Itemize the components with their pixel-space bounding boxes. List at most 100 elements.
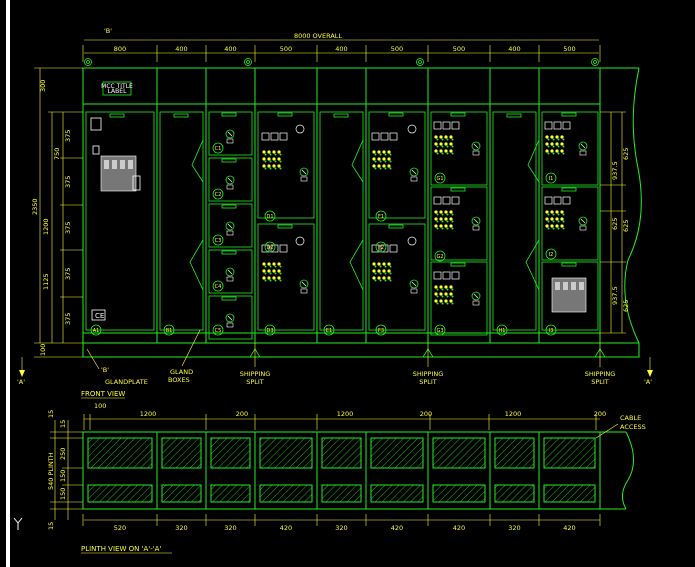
indicator-lamp [555,135,559,139]
indicator-lamp [434,142,438,146]
ce-text: CE [95,312,104,320]
meter [451,196,460,205]
dim-1125: 1125 [42,273,50,290]
plinth-left-dims: 15 15 250 540 PLINTH 150 150 15 [47,410,83,530]
indicator-lamp [374,160,377,163]
indicator-lamp [387,157,391,161]
indicator-lamp [449,135,453,139]
selector [407,124,417,134]
indicator-lamp [262,262,266,266]
indicator-lamp [267,262,271,266]
indicator-lamp [264,265,267,268]
cable-opening [259,484,313,503]
indicator-lamp [441,295,444,298]
indicator-lamp [262,150,266,154]
width-dim-0: 800 [114,45,126,53]
indicator-lamp [274,160,277,163]
indicator-lamp [444,224,448,228]
indicator-lamp [550,142,554,146]
indicator-lamp [444,299,448,303]
breaker-knob [471,141,481,151]
width-dim-8: 500 [563,45,575,53]
compartment-door [368,111,426,219]
indicator-lamp [434,292,438,296]
cable-opening [321,437,362,469]
compartment-door [208,157,253,202]
plinth-view-title: PLINTH VIEW ON 'A'-'A' [81,545,161,553]
indicator-lamp [446,138,449,141]
panel-id-3: C2 [215,192,222,198]
panel-id-12: F2 [378,245,384,251]
meter [279,244,288,253]
indicator-lamp [436,213,439,216]
breaker-mark [227,315,233,321]
indicator-lamp [384,279,387,282]
pilot-switch [90,117,102,131]
indicator-lamp [384,153,387,156]
meter [442,271,451,280]
door-handle [277,224,293,229]
mcc-title-label [102,81,132,96]
breaker-knob [409,279,419,289]
indicator-lamp [379,265,382,268]
width-dim-6: 500 [453,45,465,53]
compartment-door [208,203,253,248]
section-b-bottom: 'B' [101,366,109,374]
plinth-bottom-dim-1: 320 [175,524,187,532]
meter [371,132,380,141]
panel-id-11: F1 [378,214,384,220]
indicator-lamp [439,210,443,214]
cable-zone-outline [349,139,364,291]
indicator-lamp [545,217,549,221]
section-a-markers: 'A' 'A' 'B' [17,357,653,386]
lifting-eye [416,58,424,66]
plinth-top-dim: 1200 [337,410,354,418]
cable-opening [161,484,202,503]
indicator-lamp [279,167,282,170]
cable-opening [321,484,362,503]
glandplate-label: GLANDPLATE [105,378,148,386]
door-handle [506,113,522,118]
panel-id-10: E1 [326,328,332,334]
meter [544,196,553,205]
indicator-lamp [272,150,276,154]
indicator-lamp [274,265,277,268]
split-label-b: SPLIT [246,378,264,386]
indicator-lamp [441,220,444,223]
plinth-bottom-dim-5: 420 [391,524,403,532]
viewport-edge [6,0,10,567]
compartments: CE [85,111,599,340]
door-handle [109,113,125,118]
plinth-bottom-dim-3: 420 [280,524,292,532]
compartment-door [430,186,488,261]
indicator-lamp [372,150,376,154]
indicator-lamp [377,164,381,168]
front-view-title: FRONT VIEW [81,390,125,398]
indicator-lamp [451,295,454,298]
indicator-lamp [552,145,555,148]
indicator-lamp [372,269,376,273]
indicator-lamp [262,269,266,273]
panel-badge [545,172,557,184]
cable-opening [87,484,153,503]
indicator-lamp [267,276,271,280]
indicator-lamp [555,210,559,214]
section-b-label: 'B' [104,27,112,35]
indicator-lamp [262,164,266,168]
gland-boxes-label-2: BOXES [168,376,190,384]
indicator-lamp [267,150,271,154]
indicator-lamp [372,276,376,280]
pl-dim-15-b: 15 [59,420,67,428]
compartment-door [208,295,253,340]
indicator-lamp [374,265,377,268]
indicator-lamp [384,167,387,170]
plinth-bottom-dim-4: 320 [335,524,347,532]
indicator-lamp [547,138,550,141]
dim-100: 100 [39,344,47,356]
indicator-lamp [267,157,271,161]
door-handle [173,113,189,118]
indicator-lamp [279,279,282,282]
ce-mark [91,309,106,321]
panel-id-2: C1 [215,146,222,152]
mcc-label-line1: MCC TITLE [101,83,133,90]
